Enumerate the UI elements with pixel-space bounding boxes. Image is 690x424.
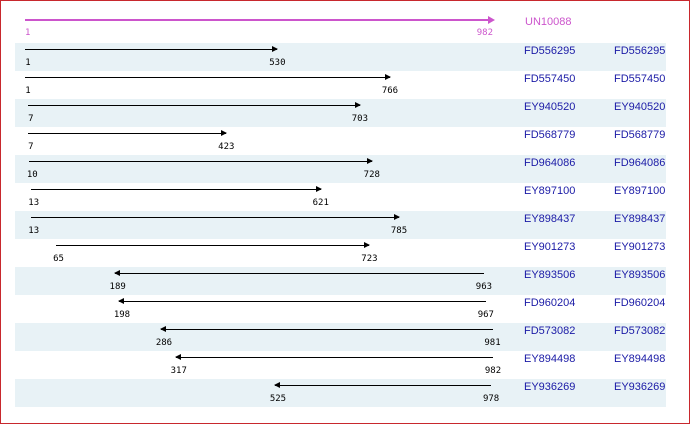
alignment-row: 13 785 EY898437 EY898437 [15,211,666,239]
alignment-start: 189 [109,282,126,292]
alignment-end: 621 [312,198,329,208]
accession-link-secondary[interactable]: EY893506 [614,269,666,281]
alignment-start: 198 [113,310,131,320]
accession-link[interactable]: EY894498 [524,353,576,365]
accession-link[interactable]: FD556295 [524,45,576,57]
alignment-start: 1 [25,86,31,96]
accession-link-secondary[interactable]: FD573082 [614,325,666,337]
alignment-arrow [30,214,401,220]
accession-link-secondary[interactable]: FD568779 [614,129,666,141]
alignment-row: 1 530 FD556295 FD556295 [15,43,666,71]
reference-end: 982 [476,28,493,38]
reference-start: 1 [25,28,31,38]
accession-link[interactable]: EY936269 [524,381,576,393]
alignment-arrow [30,186,322,192]
alignment-end: 978 [482,394,500,404]
reference-label: UN10088 [525,16,572,28]
alignment-end: 982 [484,366,502,376]
alignment-arrow [174,354,493,360]
alignment-end: 963 [475,282,493,292]
accession-link[interactable]: FD964086 [524,157,576,169]
accession-link-secondary[interactable]: EY936269 [614,381,666,393]
accession-link[interactable]: FD568779 [524,129,576,141]
alignment-arrow [29,158,373,164]
accession-link-secondary[interactable]: EY897100 [614,185,666,197]
alignment-start: 13 [28,226,40,236]
alignment-end: 785 [390,226,408,236]
alignment-row: 7 703 EY940520 EY940520 [15,99,666,127]
alignment-end: 723 [361,254,378,264]
alignment-arrow [113,270,484,276]
alignment-row: 13 621 EY897100 EY897100 [15,183,666,211]
accession-link[interactable]: FD960204 [524,297,576,309]
alignment-end: 967 [477,310,494,320]
accession-link[interactable]: EY901273 [524,241,576,253]
accession-link-secondary[interactable]: EY894498 [614,353,666,365]
alignment-arrow [117,298,486,304]
alignment-start: 65 [53,254,64,264]
alignment-start: 286 [155,338,173,348]
alignment-end: 703 [351,114,369,124]
alignment-start: 1 [25,58,31,68]
alignment-end: 766 [381,86,399,96]
alignment-start: 317 [170,366,187,376]
alignment-arrow [159,326,493,332]
alignment-row: 1 766 FD557450 FD557450 [15,71,666,99]
alignment-row: 525 978 EY936269 EY936269 [15,379,666,407]
alignment-row: 10 728 FD964086 FD964086 [15,155,666,183]
accession-link-secondary[interactable]: EY940520 [614,101,666,113]
alignment-end: 530 [269,58,286,68]
accession-link[interactable]: FD557450 [524,73,576,85]
alignment-start: 7 [28,142,34,152]
alignment-row: 65 723 EY901273 EY901273 [15,239,666,267]
alignment-start: 525 [269,394,287,404]
alignment-start: 10 [26,170,38,180]
alignment-start: 13 [28,198,40,208]
alignment-list: 1 530 FD556295 FD556295 1 766 FD557450 FD557450… [15,43,666,407]
alignment-end: 728 [363,170,380,180]
alignment-row: 7 423 FD568779 FD568779 [15,127,666,155]
alignment-row: 189 963 EY893506 EY893506 [15,267,666,295]
alignment-row: 286 981 FD573082 FD573082 [15,323,666,351]
accession-link[interactable]: EY893506 [524,269,576,281]
accession-link[interactable]: EY898437 [524,213,576,225]
alignment-row: 317 982 EY894498 EY894498 [15,351,666,379]
accession-link-secondary[interactable]: FD964086 [614,157,666,169]
accession-link[interactable]: FD573082 [524,325,576,337]
accession-link[interactable]: EY940520 [524,101,576,113]
alignment-arrow [55,242,371,248]
reference-arrow [25,16,495,24]
alignment-start: 7 [28,114,34,124]
alignment-arrow [27,102,361,108]
alignment-end: 423 [218,142,235,152]
alignment-arrow [25,46,279,52]
alignment-arrow [27,130,228,136]
accession-link-secondary[interactable]: EY898437 [614,213,666,225]
accession-link-secondary[interactable]: FD556295 [614,45,666,57]
accession-link-secondary[interactable]: FD960204 [614,297,666,309]
alignment-arrow [273,382,492,388]
alignment-arrow [25,74,391,80]
accession-link-secondary[interactable]: EY901273 [614,241,666,253]
alignment-end: 981 [484,338,501,348]
alignment-row: 198 967 FD960204 FD960204 [15,295,666,323]
accession-link[interactable]: EY897100 [524,185,576,197]
accession-link-secondary[interactable]: FD557450 [614,73,666,85]
